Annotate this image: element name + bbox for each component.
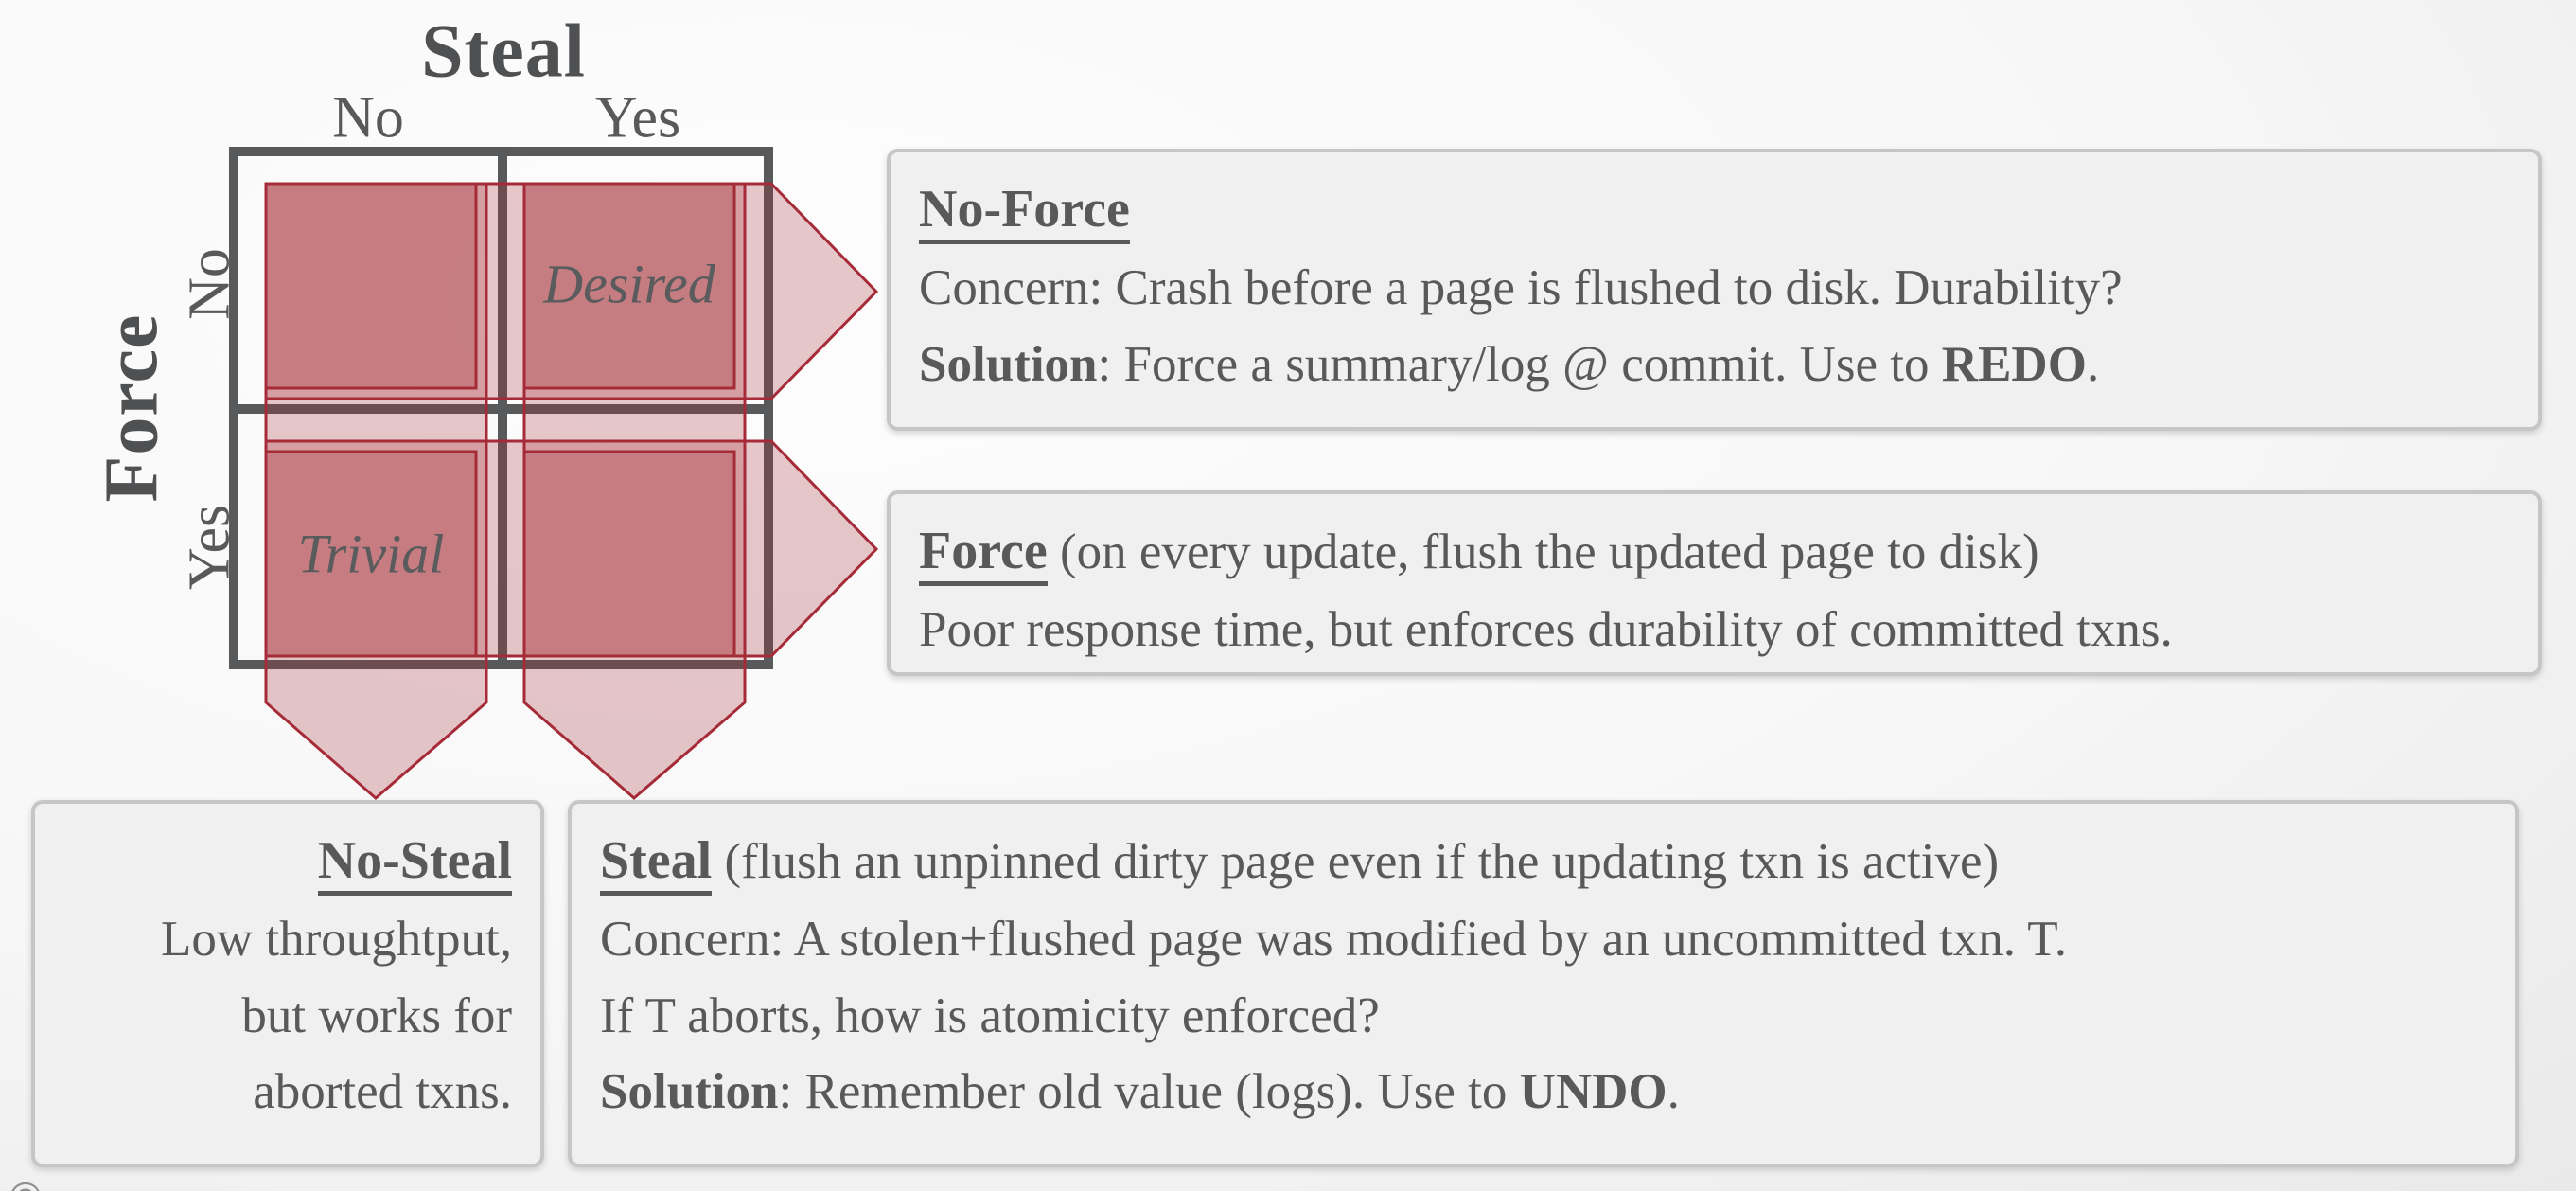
matrix-grid [229,147,773,669]
copyright-mark: © [9,1172,42,1191]
desired-cell-label: Desired [543,253,715,315]
steal-line3: If T aborts, how is atomicity enforced? [600,987,1380,1043]
force-box: Force (on every update, flush the update… [887,490,2542,676]
no-steal-column-arrow [264,182,488,800]
no-steal-line1: Low throughtput, [161,912,512,968]
force-no-label: No [177,248,242,320]
steal-heading-line: Steal (flush an unpinned dirty page even… [600,821,2487,901]
steal-no-label: No [332,85,404,151]
steal-box: Steal (flush an unpinned dirty page even… [568,800,2519,1167]
no-force-box: No-Force Concern: Crash before a page is… [887,149,2542,431]
steal-yes-label: Yes [594,85,681,151]
force-yes-label: Yes [177,504,242,591]
no-steal-line2: but works for [241,987,512,1043]
cell-square-noforce-steal [522,182,736,390]
force-line2: Poor response time, but enforces durabil… [919,602,2173,658]
no-force-heading: No-Force [919,169,2510,250]
no-force-solution-line: Solution: Force a summary/log @ commit. … [919,336,2100,392]
no-steal-box: No-Steal Low throughtput, but works for … [31,800,544,1167]
no-steal-line3: aborted txns. [253,1064,512,1120]
no-force-concern-line: Concern: Crash before a page is flushed … [919,260,2123,316]
steal-column-arrow [522,182,747,800]
cell-square-force-nosteal [264,450,478,658]
force-axis-title: Force [90,313,174,503]
steal-axis-title: Steal [421,9,586,94]
cell-square-noforce-nosteal [264,182,478,390]
steal-concern-line: Concern: A stolen+flushed page was modif… [600,912,2067,968]
no-steal-heading: No-Steal [63,821,512,901]
steal-solution-line: Solution: Remember old value (logs). Use… [600,1064,1680,1120]
trivial-cell-label: Trivial [297,523,445,585]
force-heading-line: Force (on every update, flush the update… [919,511,2510,592]
cell-square-force-steal [522,450,736,658]
